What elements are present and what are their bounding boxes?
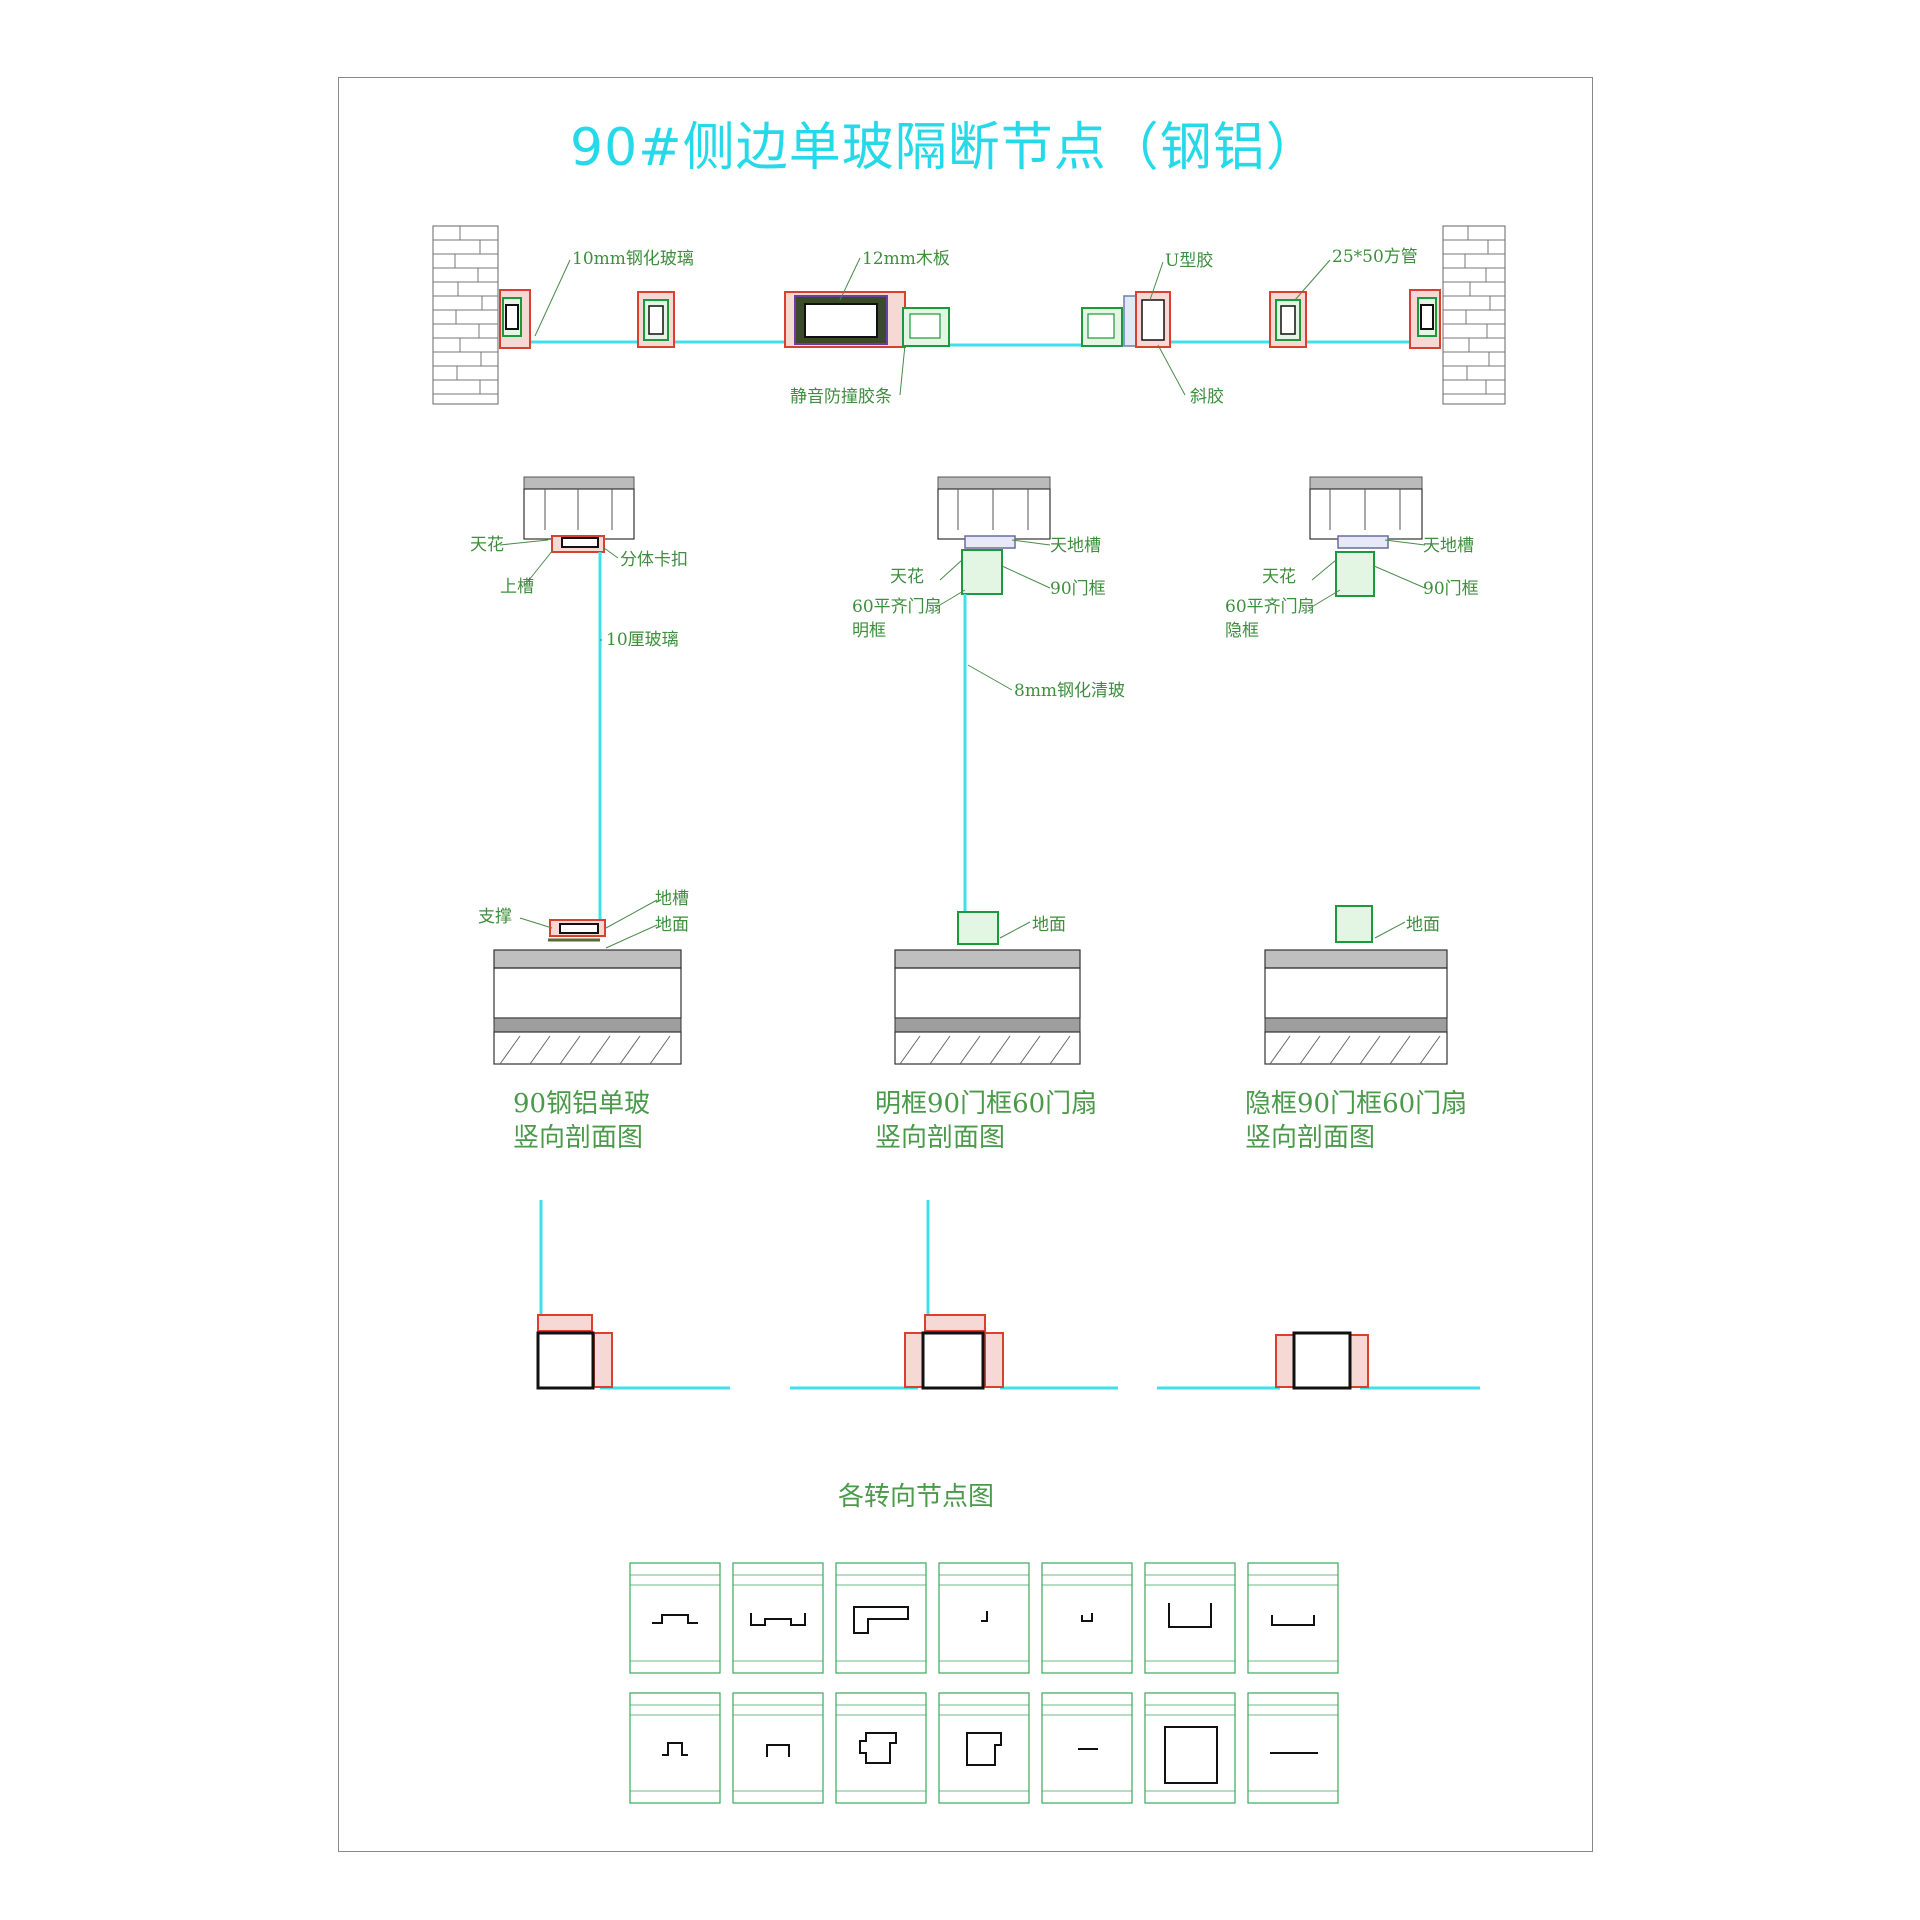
plan-post-profile-2 xyxy=(1269,291,1307,348)
s3-caption-line1: 隐框90门框60门扇 xyxy=(1245,1089,1467,1119)
s1-caption-line1: 90钢铝单玻 xyxy=(513,1089,650,1119)
s2-caption-line2: 竖向剖面图 xyxy=(875,1123,1005,1153)
plan-post-profile-1 xyxy=(637,291,675,348)
s1-label-top-track: 上槽 xyxy=(500,577,534,597)
profile-card-grid xyxy=(629,1562,1339,1804)
label-u-gel: U型胶 xyxy=(1165,251,1213,271)
s1-label-support: 支撑 xyxy=(478,907,512,927)
vertical-section-3: 天地槽 天花 90门框 60平齐门扇 隐框 地面 隐框90门框60门扇 竖向剖面… xyxy=(1225,476,1479,1153)
vertical-section-2: 天地槽 天花 90门框 60平齐门扇 明框 8mm钢化清玻 地面 明框90门框6… xyxy=(852,476,1125,1153)
profile-card xyxy=(1247,1692,1339,1804)
s2-label-leaf-line2: 明框 xyxy=(852,621,886,641)
drawing-sheet-border xyxy=(338,77,1593,1852)
plan-door-leaf-left xyxy=(902,307,950,347)
s1-label-ceiling: 天花 xyxy=(470,535,504,555)
s3-label-floor: 地面 xyxy=(1406,915,1440,935)
left-brick-wall xyxy=(432,225,499,405)
label-10mm-glass: 10mm钢化玻璃 xyxy=(572,249,694,269)
s3-label-ceiling: 天花 xyxy=(1262,567,1296,587)
profile-card xyxy=(629,1692,721,1804)
label-square-tube: 25*50方管 xyxy=(1332,247,1418,267)
corner-node-1 xyxy=(536,1200,730,1390)
profile-card xyxy=(938,1562,1030,1674)
s2-label-glass: 8mm钢化清玻 xyxy=(1014,681,1125,701)
profile-card xyxy=(732,1562,824,1674)
s2-label-track: 天地槽 xyxy=(1050,536,1101,556)
right-brick-wall xyxy=(1442,225,1506,405)
s2-label-ceiling: 天花 xyxy=(890,567,924,587)
profile-card xyxy=(732,1692,824,1804)
label-bevel-gel: 斜胶 xyxy=(1190,387,1224,407)
plan-wood-board-profile xyxy=(784,291,906,348)
plan-section: 10mm钢化玻璃 12mm木板 U型胶 25*50方管 静音防撞胶条 斜胶 xyxy=(432,225,1506,407)
profile-card xyxy=(835,1562,927,1674)
plan-wall-profile-right xyxy=(1409,289,1441,349)
plan-door-frame-profile xyxy=(1123,291,1171,348)
s2-label-floor: 地面 xyxy=(1032,915,1066,935)
s2-caption-line1: 明框90门框60门扇 xyxy=(875,1089,1097,1119)
s2-door-frame xyxy=(961,549,1003,595)
s3-label-track: 天地槽 xyxy=(1423,536,1474,556)
s2-label-leaf-line1: 60平齐门扇 xyxy=(852,597,942,617)
s2-label-frame90: 90门框 xyxy=(1050,579,1106,599)
profile-card xyxy=(835,1692,927,1804)
s3-label-frame90: 90门框 xyxy=(1423,579,1479,599)
profile-card xyxy=(629,1562,721,1674)
page-title: 90#侧边单玻隔断节点（钢铝） xyxy=(570,118,1319,178)
s3-door-frame xyxy=(1335,551,1375,597)
corner-node-2 xyxy=(790,1200,1118,1390)
plan-wall-profile-left xyxy=(499,289,531,349)
s1-caption-line2: 竖向剖面图 xyxy=(513,1123,643,1153)
profile-card xyxy=(1247,1562,1339,1674)
s2-door-bottom xyxy=(957,911,999,945)
s1-label-glass: 10厘玻璃 xyxy=(606,630,679,650)
s3-label-leaf-line2: 隐框 xyxy=(1225,621,1259,641)
s1-label-clip: 分体卡扣 xyxy=(620,550,688,570)
profile-card xyxy=(1041,1692,1133,1804)
plan-door-leaf-right xyxy=(1081,307,1123,347)
s3-door-bottom xyxy=(1335,905,1373,943)
corner-node-caption: 各转向节点图 xyxy=(838,1482,994,1512)
label-anti-collision-strip: 静音防撞胶条 xyxy=(790,387,892,407)
profile-card xyxy=(938,1692,1030,1804)
s3-caption-line2: 竖向剖面图 xyxy=(1245,1123,1375,1153)
s3-top-track xyxy=(1337,535,1389,549)
profile-card xyxy=(1041,1562,1133,1674)
corner-node-3 xyxy=(1157,1331,1480,1390)
s2-top-track xyxy=(964,535,1016,549)
profile-card xyxy=(1144,1692,1236,1804)
vertical-section-1: 天花 上槽 分体卡扣 10厘玻璃 地槽 支撑 地面 90钢铝单玻 竖向剖面图 xyxy=(470,476,689,1153)
profile-card xyxy=(1144,1562,1236,1674)
s3-label-leaf-line1: 60平齐门扇 xyxy=(1225,597,1315,617)
s1-label-floor: 地面 xyxy=(655,915,689,935)
s1-label-floor-track: 地槽 xyxy=(655,889,689,909)
label-12mm-board: 12mm木板 xyxy=(862,249,950,269)
